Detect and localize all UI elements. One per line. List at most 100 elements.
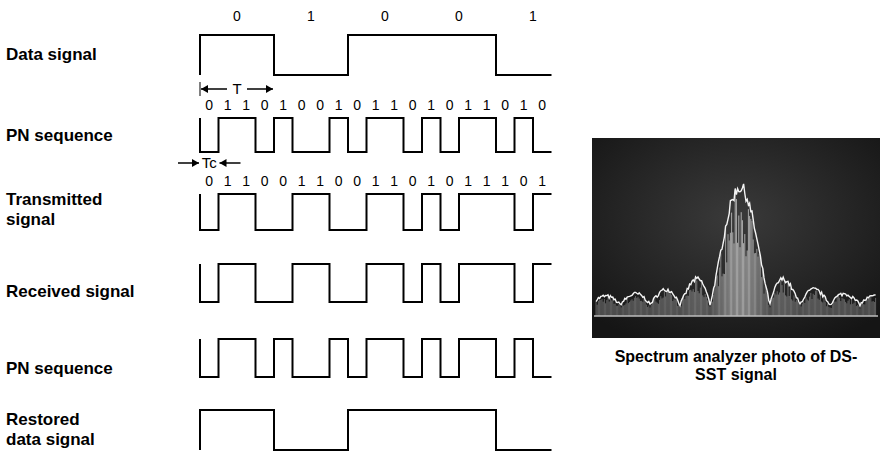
tx-chip-bit: 1 xyxy=(224,173,232,189)
trace-fill xyxy=(648,306,649,316)
trace-fill xyxy=(786,296,787,316)
trace-fill xyxy=(701,282,702,316)
trace-fill xyxy=(804,303,805,316)
trace-fill xyxy=(744,234,745,316)
arrow-head xyxy=(220,159,227,167)
spectrum-photo xyxy=(592,138,880,338)
trace-fill xyxy=(652,303,653,316)
trace-fill xyxy=(748,209,749,316)
trace-fill xyxy=(736,199,737,316)
arrow-head xyxy=(201,85,208,93)
trace-fill xyxy=(777,291,778,316)
trace-fill xyxy=(713,295,714,316)
trace-fill xyxy=(660,296,661,316)
trace-fill xyxy=(785,295,786,316)
row-label: Received signal xyxy=(6,282,156,302)
trace-fill xyxy=(654,298,655,316)
trace-fill xyxy=(802,304,803,316)
trace-fill xyxy=(790,288,791,316)
trace-fill xyxy=(635,296,636,316)
trace-fill xyxy=(651,305,652,316)
trace-fill xyxy=(850,304,851,316)
trace-fill xyxy=(628,303,629,316)
trace-fill xyxy=(597,305,598,316)
trace-fill xyxy=(646,305,647,316)
data-bit: 0 xyxy=(233,8,241,24)
trace-fill xyxy=(694,292,695,316)
trace-fill xyxy=(810,293,811,316)
trace-fill xyxy=(737,243,738,316)
trace-fill xyxy=(759,254,760,316)
received-waveform xyxy=(200,264,552,302)
trace-fill xyxy=(868,299,869,316)
pn-waveform xyxy=(200,118,552,152)
tick xyxy=(200,82,201,96)
trace-fill xyxy=(671,295,672,316)
trace-fill xyxy=(870,296,871,316)
tx-chip-bit: 1 xyxy=(538,173,546,189)
trace-fill xyxy=(752,221,753,316)
pn-chip-bit: 1 xyxy=(390,97,398,113)
trace-fill xyxy=(720,253,721,316)
data-bit: 1 xyxy=(529,8,537,24)
pn-chip-bit: 1 xyxy=(279,97,287,113)
trace-fill xyxy=(873,301,874,316)
tx-chip-bit: 1 xyxy=(316,173,324,189)
trace-fill xyxy=(766,291,767,316)
trace-fill xyxy=(610,298,611,316)
pn-chip-bit: 0 xyxy=(446,97,454,113)
trace-fill xyxy=(608,297,609,316)
trace-fill xyxy=(788,283,789,316)
data-bit: 0 xyxy=(455,8,463,24)
trace-fill xyxy=(789,296,790,316)
pn-waveform xyxy=(200,339,552,377)
trace-fill xyxy=(772,298,773,316)
trace-fill xyxy=(712,302,713,316)
trace-fill xyxy=(812,299,813,316)
trace-fill xyxy=(672,301,673,316)
pn-chip-bit: 1 xyxy=(372,97,380,113)
trace-fill xyxy=(638,297,639,316)
trace-fill xyxy=(779,292,780,316)
trace-fill xyxy=(782,285,783,316)
trace-fill xyxy=(676,299,677,316)
trace-fill xyxy=(872,302,873,316)
data-bit: 1 xyxy=(307,8,315,24)
trace-fill xyxy=(830,307,831,316)
trace-fill xyxy=(612,298,613,316)
trace-fill xyxy=(614,304,615,316)
trace-fill xyxy=(702,295,703,316)
trace-fill xyxy=(623,306,624,316)
trace-fill xyxy=(738,215,739,316)
trace-fill xyxy=(726,262,727,316)
trace-fill xyxy=(827,304,828,316)
trace-fill xyxy=(707,300,708,316)
trace-fill xyxy=(746,256,747,316)
trace-fill xyxy=(689,290,690,316)
chip-period-symbol: Tc xyxy=(200,154,219,171)
trace-fill xyxy=(604,299,605,316)
trace-fill xyxy=(629,302,630,316)
trace-fill xyxy=(669,293,670,316)
trace-fill xyxy=(845,302,846,316)
trace-fill xyxy=(813,294,814,316)
tx-chip-bit: 1 xyxy=(464,173,472,189)
tx-chip-bit: 1 xyxy=(427,173,435,189)
trace-fill xyxy=(742,220,743,316)
trace-fill xyxy=(750,219,751,316)
trace-fill xyxy=(688,296,689,316)
trace-fill xyxy=(606,300,607,316)
row-label: PN sequence xyxy=(6,359,156,379)
tx-chip-bit: 0 xyxy=(335,173,343,189)
pn-chip-bit: 1 xyxy=(224,97,232,113)
trace-fill xyxy=(621,307,622,316)
tx-chip-bit: 0 xyxy=(279,173,287,189)
trace-fill xyxy=(800,305,801,316)
trace-fill xyxy=(644,298,645,316)
trace-fill xyxy=(706,297,707,316)
pn-chip-bit: 0 xyxy=(298,97,306,113)
trace-fill xyxy=(857,305,858,316)
trace-fill xyxy=(740,247,741,316)
trace-fill xyxy=(826,306,827,316)
trace-fill xyxy=(833,301,834,316)
